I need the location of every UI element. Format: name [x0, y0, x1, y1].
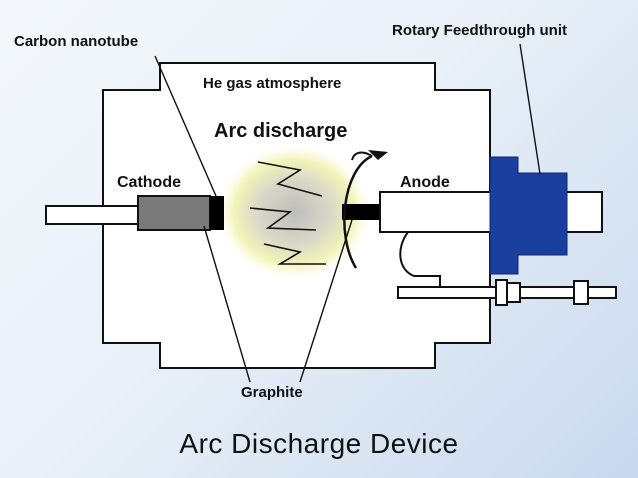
label-cathode: Cathode	[117, 174, 181, 191]
pipe-fitting-2	[506, 282, 521, 303]
label-rotary-feedthrough: Rotary Feedthrough unit	[392, 22, 567, 39]
arc-bolt-2	[249, 207, 317, 231]
leader-carbon-nanotube	[154, 55, 217, 197]
anode-connector	[399, 231, 441, 287]
anode-graphite-rod	[342, 204, 380, 220]
label-carbon-nanotube: Carbon nanotube	[14, 33, 139, 50]
arc-glow	[214, 142, 374, 282]
pipe-fitting-1	[495, 279, 508, 306]
pipe-fitting-3	[573, 280, 589, 305]
cathode-graphite-tip	[210, 196, 224, 230]
rotation-arrow-return	[351, 151, 373, 161]
cathode-body	[137, 195, 211, 231]
leader-graphite-cathode	[203, 225, 251, 383]
diagram-title: Arc Discharge Device	[179, 428, 459, 459]
label-anode: Anode	[400, 174, 450, 191]
arc-bolt-3	[263, 243, 326, 265]
leader-rotary-feedthrough	[519, 43, 541, 175]
label-arc-discharge: Arc discharge	[214, 120, 348, 142]
label-he-atmosphere: He gas atmosphere	[203, 75, 342, 92]
leader-graphite-anode	[299, 219, 353, 383]
rotary-feedthrough-unit	[489, 156, 568, 275]
label-graphite: Graphite	[241, 384, 303, 401]
rotation-arrow	[343, 154, 373, 269]
arc-bolt-1	[257, 161, 323, 197]
cathode-rod	[45, 205, 139, 225]
rotation-arrowhead	[368, 150, 388, 160]
